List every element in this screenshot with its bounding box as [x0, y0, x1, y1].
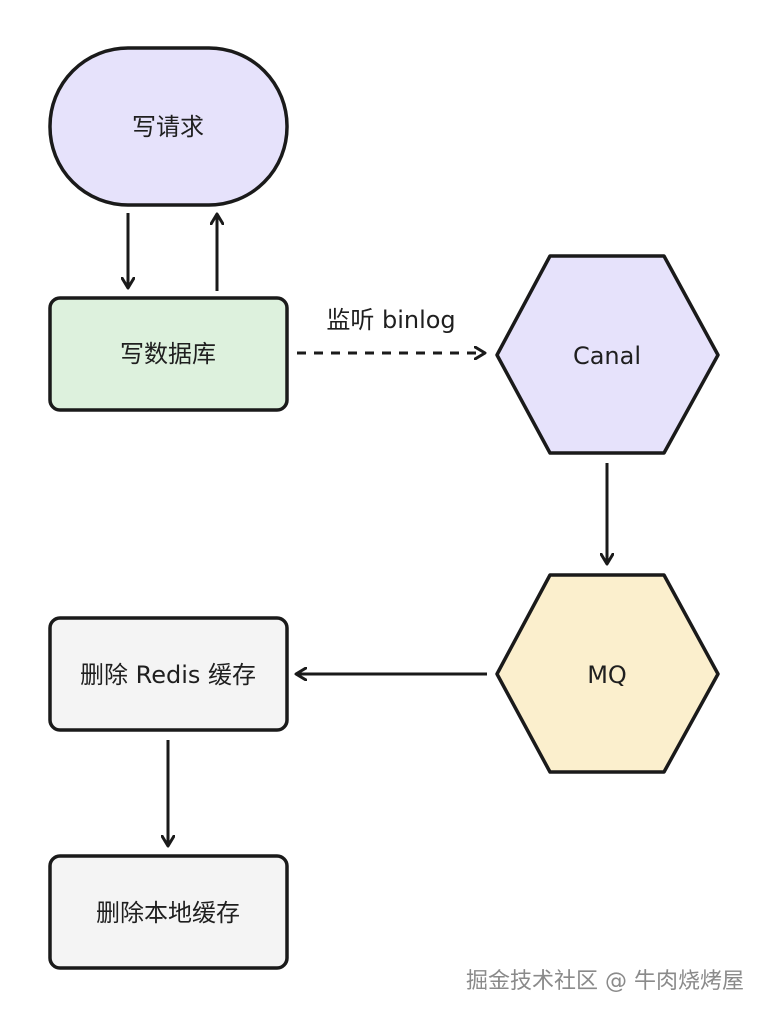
write-request-label: 写请求 [132, 113, 204, 141]
write-request-shape [48, 46, 289, 207]
delete-local-cache-shape [48, 854, 289, 970]
write-database-label: 写数据库 [120, 340, 216, 368]
write-database-shape [48, 296, 289, 412]
mq-node: MQ [495, 573, 720, 774]
delete-local-cache-label: 删除本地缓存 [96, 899, 240, 927]
watermark-text: 掘金技术社区 @ 牛肉烧烤屋 [466, 969, 744, 994]
delete-redis-cache-shape [48, 616, 289, 732]
mq-label: MQ [587, 661, 627, 689]
canal-shape [495, 254, 720, 455]
delete-redis-cache-label: 删除 Redis 缓存 [80, 661, 256, 689]
canal-node: Canal [495, 254, 720, 455]
mq-shape [495, 573, 720, 774]
canal-label: Canal [573, 342, 641, 370]
write-request-node: 写请求 [48, 46, 289, 207]
delete-local-cache-node: 删除本地缓存 [48, 854, 289, 970]
write-database-node: 写数据库 [48, 296, 289, 412]
delete-redis-cache-node: 删除 Redis 缓存 [48, 616, 289, 732]
listen-binlog-label: 监听 binlog [326, 306, 455, 334]
